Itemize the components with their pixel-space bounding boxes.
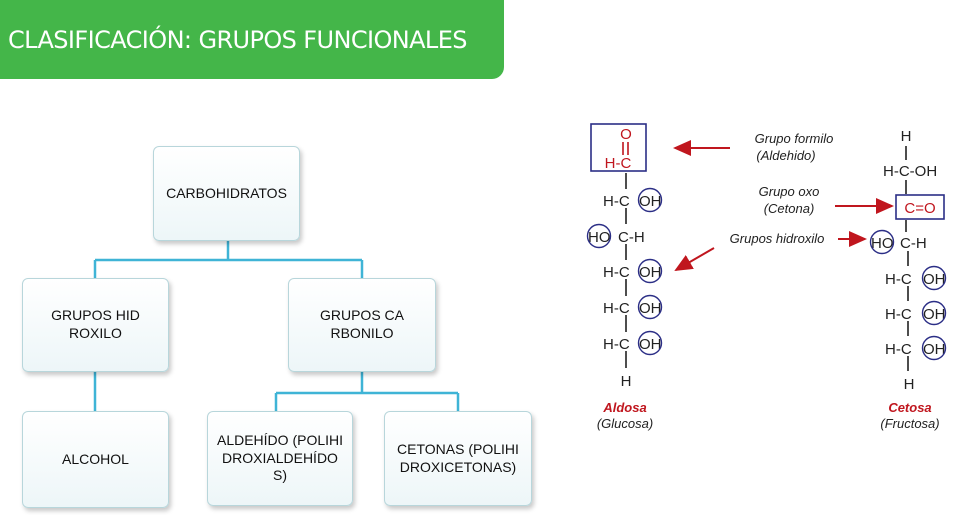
ketose-name: Cetosa (888, 400, 931, 415)
node-cetonas: CETONAS (POLIHIDROXICETONAS) (384, 411, 532, 506)
aldose-example: (Glucosa) (597, 416, 653, 431)
ketose-c4-oh: OH (923, 271, 946, 288)
ketose-c5-oh: OH (923, 306, 946, 323)
formyl-group-box (590, 123, 647, 172)
aldose-hc-formyl: H-C (605, 155, 632, 172)
aldose-name: Aldosa (602, 400, 646, 415)
arrow-hydroxyl-aldose (674, 247, 715, 272)
aldose-c5-oh: OH (639, 300, 662, 317)
label-formyl-sub: (Aldehido) (756, 148, 815, 163)
aldose-c5-oh-circle (637, 294, 663, 320)
node-grupos-hidroxilo: GRUPOS HIDROXILO (22, 278, 169, 372)
ketose-terminal-h: H (904, 376, 915, 393)
aldose-c3-ho: HO (588, 229, 611, 246)
aldose-c6-oh-circle (637, 330, 663, 356)
aldose-c4-oh: OH (639, 264, 662, 281)
ketose-c5-hc: H-C (885, 306, 912, 323)
aldose-c4-oh-circle (637, 258, 663, 284)
ketose-c6-hc: H-C (885, 341, 912, 358)
ketose-c6-oh-circle (921, 335, 947, 361)
aldose-ketose-structure-figure: O H-C H-C OH HO C-H H-C OH H-C OH H-C OH… (586, 123, 947, 431)
ketose-c3-ho: HO (871, 235, 894, 252)
ketose-c4-oh-circle (921, 265, 947, 291)
ketose-c6-oh: OH (923, 341, 946, 358)
aldose-terminal-h: H (621, 373, 632, 390)
aldose-c2-oh: OH (639, 193, 662, 210)
ketose-c5-oh-circle (921, 300, 947, 326)
aldose-o-atom: O (620, 126, 632, 143)
ketose-example: (Fructosa) (880, 416, 939, 431)
aldose-c2-hc: H-C (603, 193, 630, 210)
node-alcohol: ALCOHOL (22, 411, 169, 508)
node-aldehido: ALDEHÍDO (POLIHIDROXIALDEHÍDOS) (207, 411, 353, 506)
aldose-c4-hc: H-C (603, 264, 630, 281)
node-carbohidratos: CARBOHIDRATOS (153, 146, 300, 241)
label-formyl: Grupo formilo (755, 131, 834, 146)
ketose-c4-hc: H-C (885, 271, 912, 288)
label-oxo: Grupo oxo (759, 184, 820, 199)
ketose-co: C=O (904, 200, 935, 217)
ketose-c1-hcoh: H-C-OH (883, 163, 937, 180)
ketose-top-h: H (901, 128, 912, 145)
node-grupos-carbonilo: GRUPOS CARBONILO (288, 278, 436, 372)
title-banner: CLASIFICACIÓN: GRUPOS FUNCIONALES (0, 0, 504, 79)
slide-title: CLASIFICACIÓN: GRUPOS FUNCIONALES (8, 25, 468, 54)
aldose-c5-hc: H-C (603, 300, 630, 317)
aldose-c3-ch: C-H (618, 229, 645, 246)
aldose-c6-oh: OH (639, 336, 662, 353)
oxo-group-box (895, 194, 945, 220)
aldose-c6-hc: H-C (603, 336, 630, 353)
aldose-c2-oh-circle (637, 187, 663, 213)
ketose-c3-ho-circle (869, 229, 895, 255)
label-hydroxyl: Grupos hidroxilo (730, 231, 825, 246)
aldose-c3-ho-circle (586, 223, 612, 249)
ketose-c3-ch: C-H (900, 235, 927, 252)
label-oxo-sub: (Cetona) (764, 201, 815, 216)
